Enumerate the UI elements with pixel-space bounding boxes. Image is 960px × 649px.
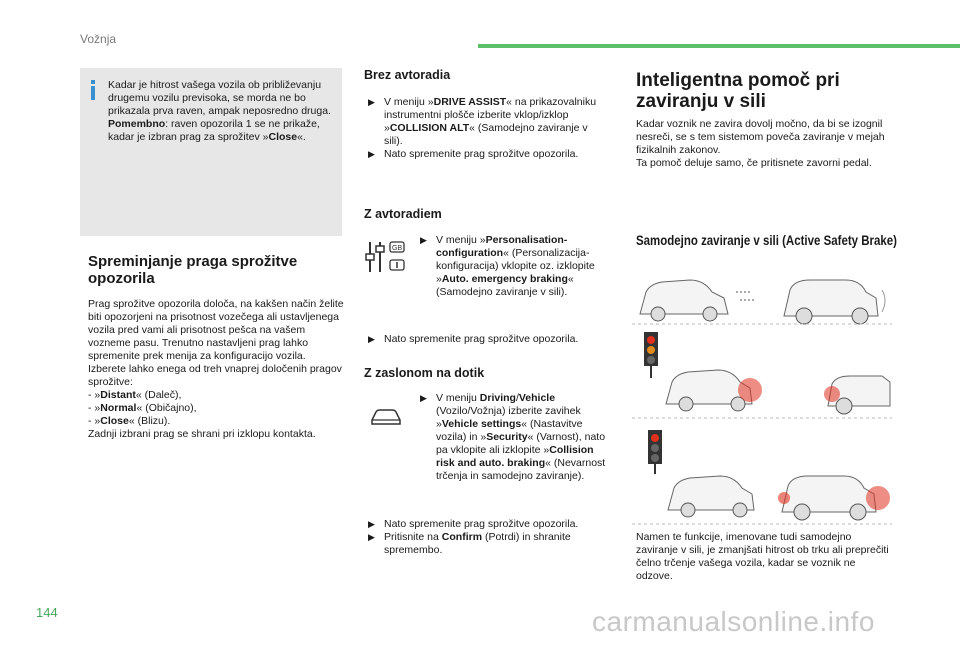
car-illustration xyxy=(639,279,729,322)
step-bullet: ▶Pritisnite na Confirm (Potrdi) in shran… xyxy=(368,531,571,556)
step-bullet: ▶V meniju »Personalisation-configuration… xyxy=(420,234,595,298)
car-illustration xyxy=(665,369,753,412)
no-audio-steps: ▶V meniju »DRIVE ASSIST« na prikazovalni… xyxy=(368,96,606,161)
page-number: 144 xyxy=(36,605,58,620)
info-note-box xyxy=(80,68,342,236)
car-illustration xyxy=(827,375,891,415)
car-illustration xyxy=(667,475,755,518)
bullet-icon: ▶ xyxy=(368,334,375,344)
car-illustration xyxy=(783,279,879,325)
watermark: carmanualsonline.info xyxy=(592,606,875,637)
car-illustration xyxy=(781,475,877,521)
bullet-icon: ▶ xyxy=(368,97,375,107)
with-audio-step2: ▶Nato spremenite prag sprožitve opozoril… xyxy=(368,333,606,346)
car-menu-icon xyxy=(371,409,401,425)
bullet-icon: ▶ xyxy=(420,235,427,245)
no-audio-heading: Brez avtoradia xyxy=(364,68,451,82)
traffic-light-icon xyxy=(644,332,658,378)
threshold-body: Prag sprožitve opozorila določa, na kakš… xyxy=(88,298,344,440)
bullet-icon: ▶ xyxy=(368,149,375,159)
step-bullet: ▶Nato spremenite prag sprožitve opozoril… xyxy=(368,333,579,345)
aeb-caption: Namen te funkcije, imenovane tudi samode… xyxy=(636,531,889,582)
step-bullet: ▶V meniju »DRIVE ASSIST« na prikazovalni… xyxy=(368,96,597,147)
aeb-illustration xyxy=(632,279,892,525)
traffic-light-icon xyxy=(648,430,662,474)
threshold-heading: Spreminjanje praga sprožitve opozorila xyxy=(88,253,298,287)
touchscreen-final-steps: ▶Nato spremenite prag sprožitve opozoril… xyxy=(368,518,608,557)
bullet-icon: ▶ xyxy=(368,519,375,529)
step-bullet: ▶Nato spremenite prag sprožitve opozoril… xyxy=(368,148,579,160)
info-note-text: Kadar je hitrost vašega vozila ob pribli… xyxy=(108,79,331,143)
section-label: Vožnja xyxy=(80,32,117,46)
with-audio-heading: Z avtoradiem xyxy=(364,207,442,221)
section-bar xyxy=(478,44,960,48)
aeb-subheading: Samodejno zaviranje v sili (Active Safet… xyxy=(636,232,897,248)
bullet-icon: ▶ xyxy=(368,532,375,542)
aeb-heading: Inteligentna pomoč pri zaviranju v sili xyxy=(636,70,840,112)
bullet-icon: ▶ xyxy=(420,393,427,403)
with-audio-steps: ▶V meniju »Personalisation-configuration… xyxy=(420,234,606,299)
touchscreen-steps: ▶V meniju Driving/Vehicle (Vozilo/Vožnja… xyxy=(420,392,608,483)
touchscreen-heading: Z zaslonom na dotik xyxy=(364,366,485,380)
step-bullet: ▶Nato spremenite prag sprožitve opozoril… xyxy=(368,518,579,530)
svg-text:GB: GB xyxy=(392,245,402,252)
info-icon xyxy=(91,80,95,100)
settings-config-icon: GB xyxy=(365,241,405,272)
aeb-intro: Kadar voznik ne zavira dovolj močno, da … xyxy=(636,118,885,169)
step-bullet: ▶V meniju Driving/Vehicle (Vozilo/Vožnja… xyxy=(420,392,606,482)
